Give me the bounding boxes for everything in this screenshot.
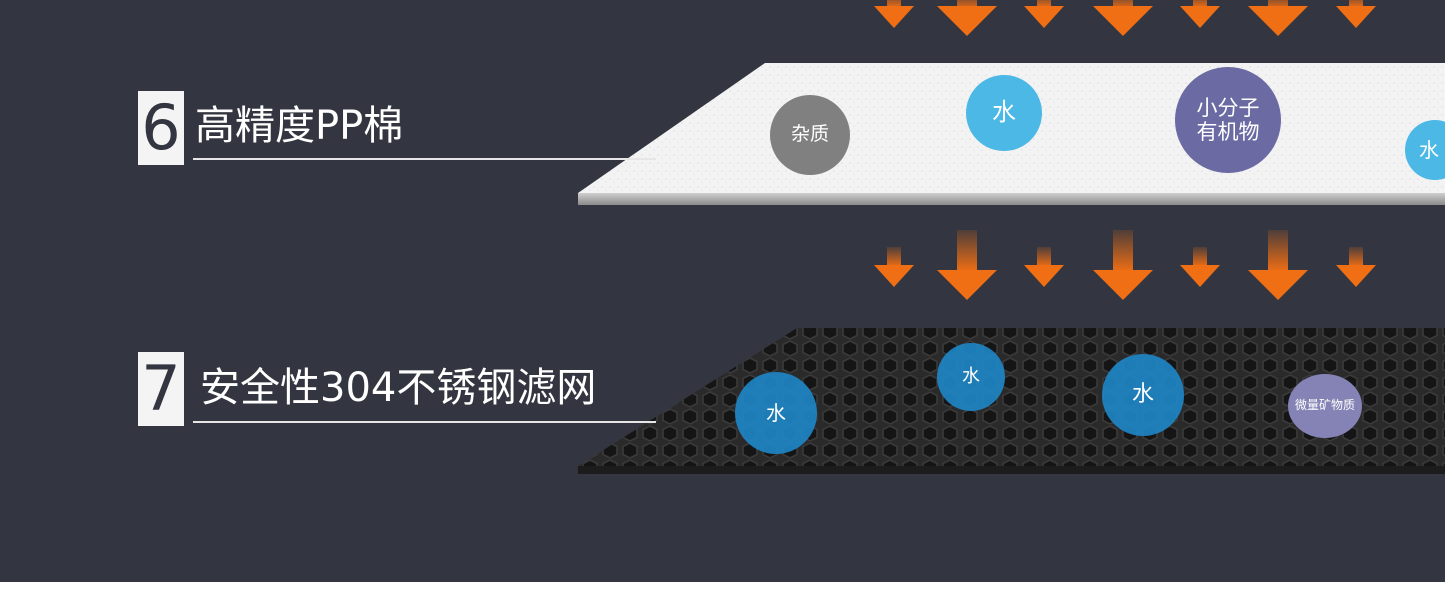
pp-cotton-edge xyxy=(578,193,1445,205)
mesh-water-bubble: 水 xyxy=(1102,354,1184,436)
mesh-water-bubble: 水 xyxy=(735,372,817,454)
impurity-bubble: 杂质 xyxy=(770,95,850,175)
step-number-6: 6 xyxy=(138,91,184,165)
organic-molecule-bubble: 小分子 有机物 xyxy=(1175,67,1281,173)
mesh-water-bubble: 水 xyxy=(937,343,1005,411)
layer-title-steel-mesh: 安全性304不锈钢滤网 xyxy=(200,365,597,411)
layer-title-pp-cotton: 高精度PP棉 xyxy=(195,103,404,149)
title-underline-6 xyxy=(193,158,656,160)
water-bubble-edge: 水 xyxy=(1405,120,1445,180)
step-number-7: 7 xyxy=(138,352,184,426)
title-underline-7 xyxy=(193,421,656,423)
trace-mineral-bubble: 微量矿物质 xyxy=(1288,374,1362,438)
water-bubble: 水 xyxy=(966,75,1042,151)
steel-mesh-edge xyxy=(578,466,1445,474)
